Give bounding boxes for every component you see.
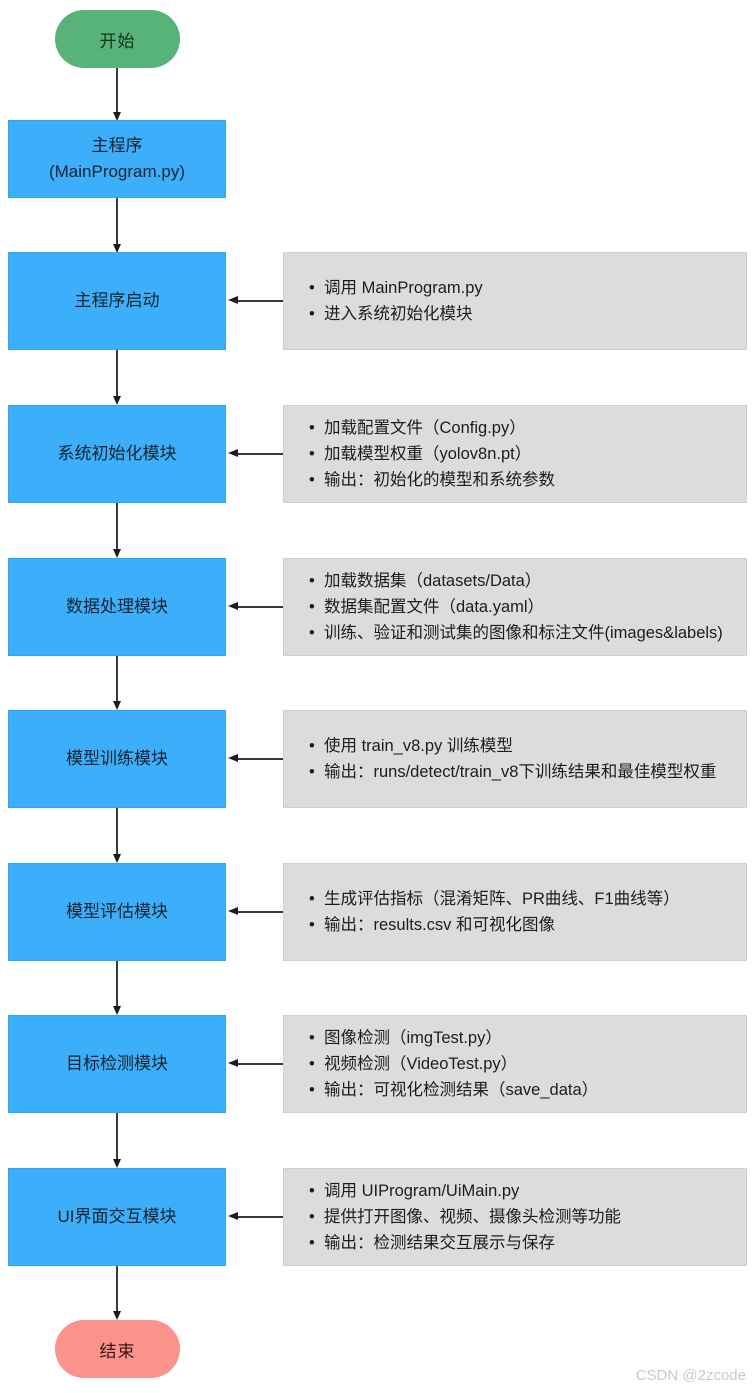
- process-node-data: 数据处理模块: [8, 558, 226, 656]
- process-node-init: 系统初始化模块: [8, 405, 226, 503]
- flow-arrow-down: [112, 350, 121, 405]
- watermark-text: CSDN @2zcode: [635, 1367, 746, 1384]
- process-node-label: UI界面交互模块: [57, 1207, 177, 1226]
- end-node-label: 结束: [99, 1341, 136, 1361]
- note-bullet-list: 使用 train_v8.py 训练模型 输出：runs/detect/train…: [284, 733, 724, 785]
- note-arrow-left: [228, 602, 283, 610]
- process-node-label: 系统初始化模块: [57, 444, 177, 463]
- flow-arrow-down: [112, 68, 121, 121]
- end-node: 结束: [55, 1320, 180, 1378]
- process-node-label-line2: (MainProgram.py): [48, 162, 186, 181]
- note-box-init: 加载配置文件（Config.py） 加载模型权重（yolov8n.pt） 输出：…: [283, 405, 747, 503]
- note-bullet: 输出：可视化检测结果（save_data）: [309, 1077, 598, 1103]
- note-bullet-list: 调用 UIProgram/UiMain.py 提供打开图像、视频、摄像头检测等功…: [284, 1178, 629, 1256]
- start-node: 开始: [55, 10, 180, 68]
- note-bullet: 输出：检测结果交互展示与保存: [309, 1230, 621, 1256]
- note-bullet: 生成评估指标（混淆矩阵、PR曲线、F1曲线等）: [309, 886, 680, 912]
- process-node-ui: UI界面交互模块: [8, 1168, 226, 1266]
- note-box-train: 使用 train_v8.py 训练模型 输出：runs/detect/train…: [283, 710, 747, 808]
- process-node-label: 目标检测模块: [66, 1054, 168, 1073]
- note-bullet: 使用 train_v8.py 训练模型: [309, 733, 716, 759]
- process-node-label: 模型训练模块: [66, 749, 168, 768]
- note-arrow-left: [228, 449, 283, 457]
- note-box-data: 加载数据集（datasets/Data） 数据集配置文件（data.yaml） …: [283, 558, 747, 656]
- flow-arrow-down: [112, 961, 121, 1015]
- flow-arrow-down: [112, 1113, 121, 1168]
- note-arrow-left: [228, 754, 283, 762]
- process-node-train: 模型训练模块: [8, 710, 226, 808]
- note-bullet: 图像检测（imgTest.py）: [309, 1025, 598, 1051]
- note-bullet: 数据集配置文件（data.yaml）: [309, 594, 723, 620]
- note-box-detect: 图像检测（imgTest.py） 视频检测（VideoTest.py） 输出：可…: [283, 1015, 747, 1113]
- note-bullet-list: 生成评估指标（混淆矩阵、PR曲线、F1曲线等） 输出：results.csv 和…: [284, 886, 688, 938]
- flow-arrow-down: [112, 198, 121, 253]
- note-box-startup: 调用 MainProgram.py 进入系统初始化模块: [283, 252, 747, 350]
- note-bullet: 加载模型权重（yolov8n.pt）: [309, 441, 555, 467]
- note-bullet-list: 图像检测（imgTest.py） 视频检测（VideoTest.py） 输出：可…: [284, 1025, 606, 1103]
- note-bullet-list: 加载配置文件（Config.py） 加载模型权重（yolov8n.pt） 输出：…: [284, 415, 563, 493]
- note-bullet: 调用 UIProgram/UiMain.py: [309, 1178, 621, 1204]
- note-bullet-list: 加载数据集（datasets/Data） 数据集配置文件（data.yaml） …: [284, 568, 731, 646]
- note-bullet: 调用 MainProgram.py: [309, 275, 483, 301]
- note-arrow-left: [228, 1059, 283, 1067]
- process-node-label: 主程序启动: [74, 291, 160, 310]
- process-node-label: 数据处理模块: [66, 597, 168, 616]
- start-node-label: 开始: [99, 31, 136, 51]
- note-box-eval: 生成评估指标（混淆矩阵、PR曲线、F1曲线等） 输出：results.csv 和…: [283, 863, 747, 961]
- process-node-startup: 主程序启动: [8, 252, 226, 350]
- note-bullet: 提供打开图像、视频、摄像头检测等功能: [309, 1204, 621, 1230]
- note-bullet-list: 调用 MainProgram.py 进入系统初始化模块: [284, 275, 491, 327]
- flow-arrow-down: [112, 656, 121, 710]
- flow-arrow-down: [112, 808, 121, 863]
- note-bullet: 视频检测（VideoTest.py）: [309, 1051, 598, 1077]
- flow-arrow-down: [112, 1266, 121, 1320]
- note-bullet: 训练、验证和测试集的图像和标注文件(images&labels): [309, 620, 723, 646]
- process-node-label: 模型评估模块: [66, 902, 168, 921]
- note-bullet: 加载数据集（datasets/Data）: [309, 568, 723, 594]
- note-bullet: 进入系统初始化模块: [309, 301, 483, 327]
- note-box-ui: 调用 UIProgram/UiMain.py 提供打开图像、视频、摄像头检测等功…: [283, 1168, 747, 1266]
- note-arrow-left: [228, 1212, 283, 1220]
- note-bullet: 输出：results.csv 和可视化图像: [309, 912, 680, 938]
- process-node-detect: 目标检测模块: [8, 1015, 226, 1113]
- note-bullet: 加载配置文件（Config.py）: [309, 415, 555, 441]
- note-arrow-left: [228, 296, 283, 304]
- process-node-label-line1: 主程序: [91, 136, 143, 155]
- note-bullet: 输出：初始化的模型和系统参数: [309, 467, 555, 493]
- process-node-main-program: 主程序 (MainProgram.py): [8, 120, 226, 198]
- flow-arrow-down: [112, 503, 121, 558]
- process-node-eval: 模型评估模块: [8, 863, 226, 961]
- note-bullet: 输出：runs/detect/train_v8下训练结果和最佳模型权重: [309, 759, 716, 785]
- note-arrow-left: [228, 907, 283, 915]
